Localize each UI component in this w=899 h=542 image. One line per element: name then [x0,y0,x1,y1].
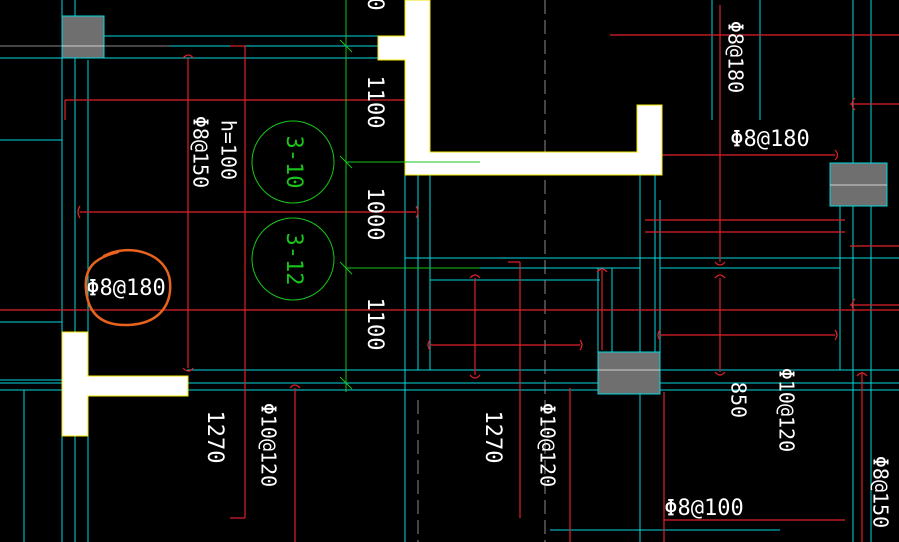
section-mark-lower: 3-12 [251,217,335,301]
highlight-circle [84,248,172,327]
slab-rebar-label: Φ8@150 [189,116,213,188]
section-mark-upper-label: 3-10 [281,136,306,189]
dimension-1000: 1000 [362,188,387,241]
rebar-label-bottom-horizontal: Φ8@100 [664,496,743,521]
rebar-label-top-right-vertical: Φ8@180 [724,21,748,93]
upper-wall [377,0,663,176]
dimension-partial-top: 0 [362,0,387,11]
walls [61,0,663,437]
dimension-1100-top: 1100 [362,76,387,129]
rebar-lines [0,5,899,542]
rebar-label-bottom-right-vertical: Φ10@120 [775,368,799,452]
dimension-1270-left: 1270 [202,411,227,464]
lower-left-wall [61,331,189,437]
slab-thickness-label: h=100 [217,120,241,180]
section-mark-upper: 3-10 [251,120,335,204]
rebar-label-bottom-left-vertical: Φ10@120 [257,403,281,487]
rebar-label-bottom-mid-vertical: Φ10@120 [536,403,560,487]
column-top-left [61,15,105,59]
dimension-1270-right: 1270 [480,411,505,464]
rebar-label-right-horizontal: Φ8@180 [730,127,809,152]
dimension-850: 850 [727,382,751,418]
dimension-lines [339,0,480,392]
rebar-label-right-edge-vertical: Φ8@150 [869,456,893,528]
column-center [597,351,661,395]
dimension-1100-bottom: 1100 [362,298,387,351]
section-mark-lower-label: 3-12 [281,233,306,286]
columns [61,15,888,395]
rebar-label-circled: Φ8@180 [86,276,165,301]
